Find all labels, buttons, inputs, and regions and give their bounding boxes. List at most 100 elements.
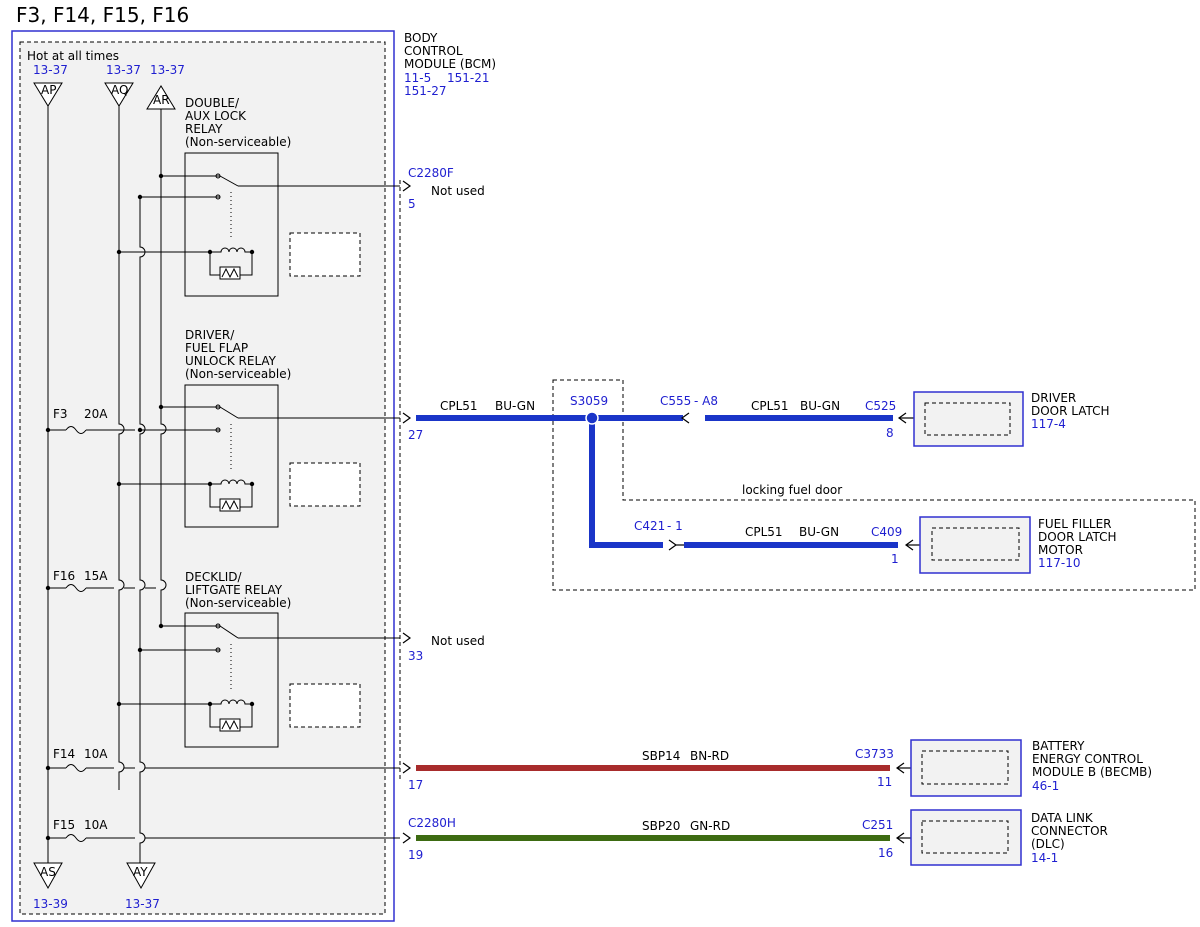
feed-aq-ref: 13-37	[106, 63, 141, 77]
pin-17: 17	[408, 778, 423, 792]
not-used-label-1: Not used	[431, 184, 485, 198]
door-latch-label-1: DRIVER	[1031, 391, 1076, 405]
svg-text:BODY: BODY	[404, 31, 438, 45]
relay3-label-1: DECKLID/	[185, 570, 243, 584]
page-title: F3, F14, F15, F16	[16, 3, 189, 27]
wire-arrows	[668, 412, 921, 844]
svg-text:AY: AY	[133, 865, 148, 879]
relay1-label-3: RELAY	[185, 122, 223, 136]
component-driver-door-latch	[913, 391, 1024, 447]
becm-ref: 46-1	[1032, 779, 1059, 793]
connector-c2280h: C2280H	[408, 816, 456, 830]
relay-driver-fuel-flap-unlock	[184, 384, 400, 528]
fuse-f3-rating: 20A	[84, 407, 108, 421]
pin-33: 33	[408, 649, 423, 663]
relay2-label-2: FUEL FLAP	[185, 341, 248, 355]
wire-bugn-label-1: BU-GN	[495, 399, 535, 413]
relay1-label-4: (Non-serviceable)	[185, 135, 291, 149]
svg-text:AP: AP	[41, 83, 56, 97]
hot-at-all-times-label: Hot at all times	[27, 49, 119, 63]
dlc-label-2: CONNECTOR	[1031, 824, 1108, 838]
svg-text:MODULE (BCM): MODULE (BCM)	[404, 57, 496, 71]
connector-c409: C409	[871, 525, 902, 539]
feed-ay-ref: 13-37	[125, 897, 160, 911]
svg-text:AS: AS	[40, 865, 56, 879]
fuse-f15-name: F15	[53, 818, 75, 832]
fuse-f14-name: F14	[53, 747, 75, 761]
svg-text:11-5: 11-5	[404, 71, 431, 85]
component-becm	[910, 739, 1022, 797]
component-fuel-filler-motor	[919, 516, 1031, 574]
connector-c3733: C3733	[855, 747, 894, 761]
junction-dots	[45, 173, 164, 841]
svg-text:151-21: 151-21	[447, 71, 490, 85]
feed-aq-connector: AQ	[104, 82, 134, 107]
svg-text:AR: AR	[153, 93, 170, 107]
bcm-label: BODY CONTROL MODULE (BCM) 11-5 151-21 15…	[404, 31, 496, 98]
wire-gnrd-label: GN-RD	[690, 819, 730, 833]
not-used-label-2: Not used	[431, 634, 485, 648]
wire-bnrd-label: BN-RD	[690, 749, 729, 763]
relay-decklid-liftgate	[184, 612, 400, 748]
connector-c3733-pin: 11	[877, 775, 892, 789]
wire-sbp14-label: SBP14	[642, 749, 680, 763]
relay2-label-4: (Non-serviceable)	[185, 367, 291, 381]
wire-sbp20-label: SBP20	[642, 819, 680, 833]
connector-c421-pin: - 1	[667, 519, 683, 533]
component-dlc	[910, 809, 1022, 866]
feed-as-ref: 13-39	[33, 897, 68, 911]
door-latch-label-2: DOOR LATCH	[1031, 404, 1110, 418]
door-latch-ref: 117-4	[1031, 417, 1066, 431]
relay1-label-1: DOUBLE/	[185, 96, 240, 110]
connector-c251: C251	[862, 818, 893, 832]
becm-label-2: ENERGY CONTROL	[1032, 752, 1143, 766]
fuse-f16-rating: 15A	[84, 569, 108, 583]
relay1-label-2: AUX LOCK	[185, 109, 247, 123]
fuse-f15-rating: 10A	[84, 818, 108, 832]
feed-ar-ref: 13-37	[150, 63, 185, 77]
svg-text:151-27: 151-27	[404, 84, 447, 98]
connector-c251-pin: 16	[878, 846, 893, 860]
connector-c2280f: C2280F	[408, 166, 454, 180]
dlc-ref: 14-1	[1031, 851, 1058, 865]
connector-c525-pin: 8	[886, 426, 894, 440]
pin-5: 5	[408, 197, 416, 211]
wire-cpl51-label-3: CPL51	[745, 525, 783, 539]
bcm-pin-arrows	[402, 180, 412, 844]
fuse-f14-rating: 10A	[84, 747, 108, 761]
connector-c555: C555	[660, 394, 691, 408]
bcm-outer-border	[11, 30, 395, 922]
blue-wires	[416, 415, 898, 548]
connector-c409-pin: 1	[891, 552, 899, 566]
svg-text:CONTROL: CONTROL	[404, 44, 463, 58]
relay3-label-3: (Non-serviceable)	[185, 596, 291, 610]
fuse-f16-name: F16	[53, 569, 75, 583]
svg-text:AQ: AQ	[111, 83, 128, 97]
wire-bugn-label-3: BU-GN	[799, 525, 839, 539]
locking-fuel-door-label: locking fuel door	[742, 483, 842, 497]
dlc-label-3: (DLC)	[1031, 837, 1065, 851]
pin-27: 27	[408, 428, 423, 442]
relay-double-aux-lock	[184, 152, 400, 297]
feed-ar-connector: AR	[146, 85, 176, 110]
becm-label-3: MODULE B (BECMB)	[1032, 765, 1152, 779]
fuel-filler-label-1: FUEL FILLER	[1038, 517, 1112, 531]
wire-cpl51-label-1: CPL51	[440, 399, 478, 413]
connector-c525: C525	[865, 399, 896, 413]
feed-ay-connector: AY	[126, 862, 156, 890]
relay3-label-2: LIFTGATE RELAY	[185, 583, 283, 597]
connector-c421: C421	[634, 519, 665, 533]
fuse-symbols	[65, 426, 87, 842]
wire-bugn-label-2: BU-GN	[800, 399, 840, 413]
dlc-label-1: DATA LINK	[1031, 811, 1094, 825]
fuel-filler-label-2: DOOR LATCH	[1038, 530, 1117, 544]
fuel-filler-ref: 117-10	[1038, 556, 1081, 570]
splice-s3059-label: S3059	[570, 394, 608, 408]
fuel-filler-label-3: MOTOR	[1038, 543, 1083, 557]
pin-19: 19	[408, 848, 423, 862]
fuse-f3-name: F3	[53, 407, 68, 421]
relay2-label-1: DRIVER/	[185, 328, 235, 342]
splice-s3059-dot	[585, 411, 599, 425]
feed-ap-ref: 13-37	[33, 63, 68, 77]
